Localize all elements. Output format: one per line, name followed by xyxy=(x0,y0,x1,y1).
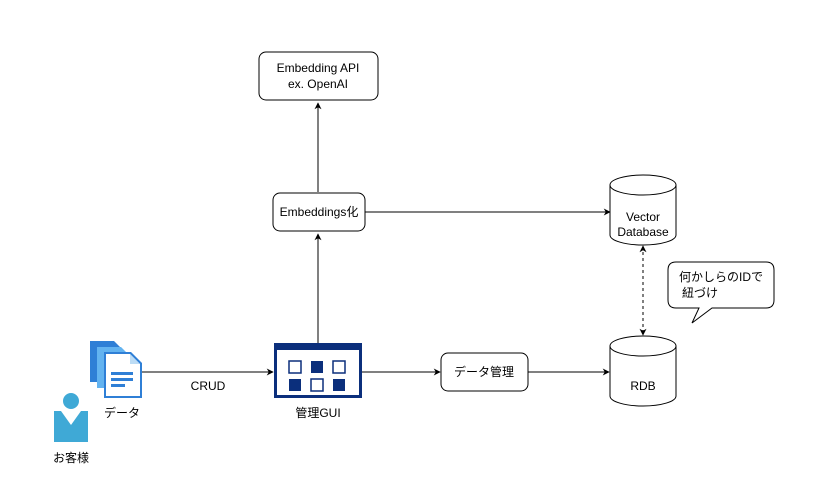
callout-note: 何かしらのIDで 紐づけ xyxy=(667,261,775,324)
vector-db-line2: Database xyxy=(617,225,669,239)
embedding-api-node: Embedding API ex. OpenAI xyxy=(258,51,379,101)
rdb-label: RDB xyxy=(630,379,655,393)
callout-line1: 何かしらのIDで xyxy=(679,270,763,284)
vector-db-line1: Vector xyxy=(626,210,660,224)
person-icon xyxy=(54,391,88,442)
data-docs-label: データ xyxy=(104,405,140,420)
embedding-api-subtitle: ex. OpenAI xyxy=(288,77,348,91)
embeddings-label: Embeddings化 xyxy=(280,205,359,219)
gui-window-icon xyxy=(274,343,362,398)
crud-label: CRUD xyxy=(191,379,226,393)
rdb-node: RDB xyxy=(609,335,677,407)
data-mgmt-node: データ管理 xyxy=(440,352,529,392)
data-mgmt-label: データ管理 xyxy=(454,364,514,379)
embeddings-node: Embeddings化 xyxy=(272,192,366,232)
gui-label: 管理GUI xyxy=(295,405,340,420)
customer-label: お客様 xyxy=(53,450,89,465)
vector-db-node: Vector Database xyxy=(609,174,677,246)
edges xyxy=(142,102,647,376)
callout-line2: 紐づけ xyxy=(682,286,718,300)
embedding-api-title: Embedding API xyxy=(277,61,360,75)
documents-icon xyxy=(90,341,142,398)
